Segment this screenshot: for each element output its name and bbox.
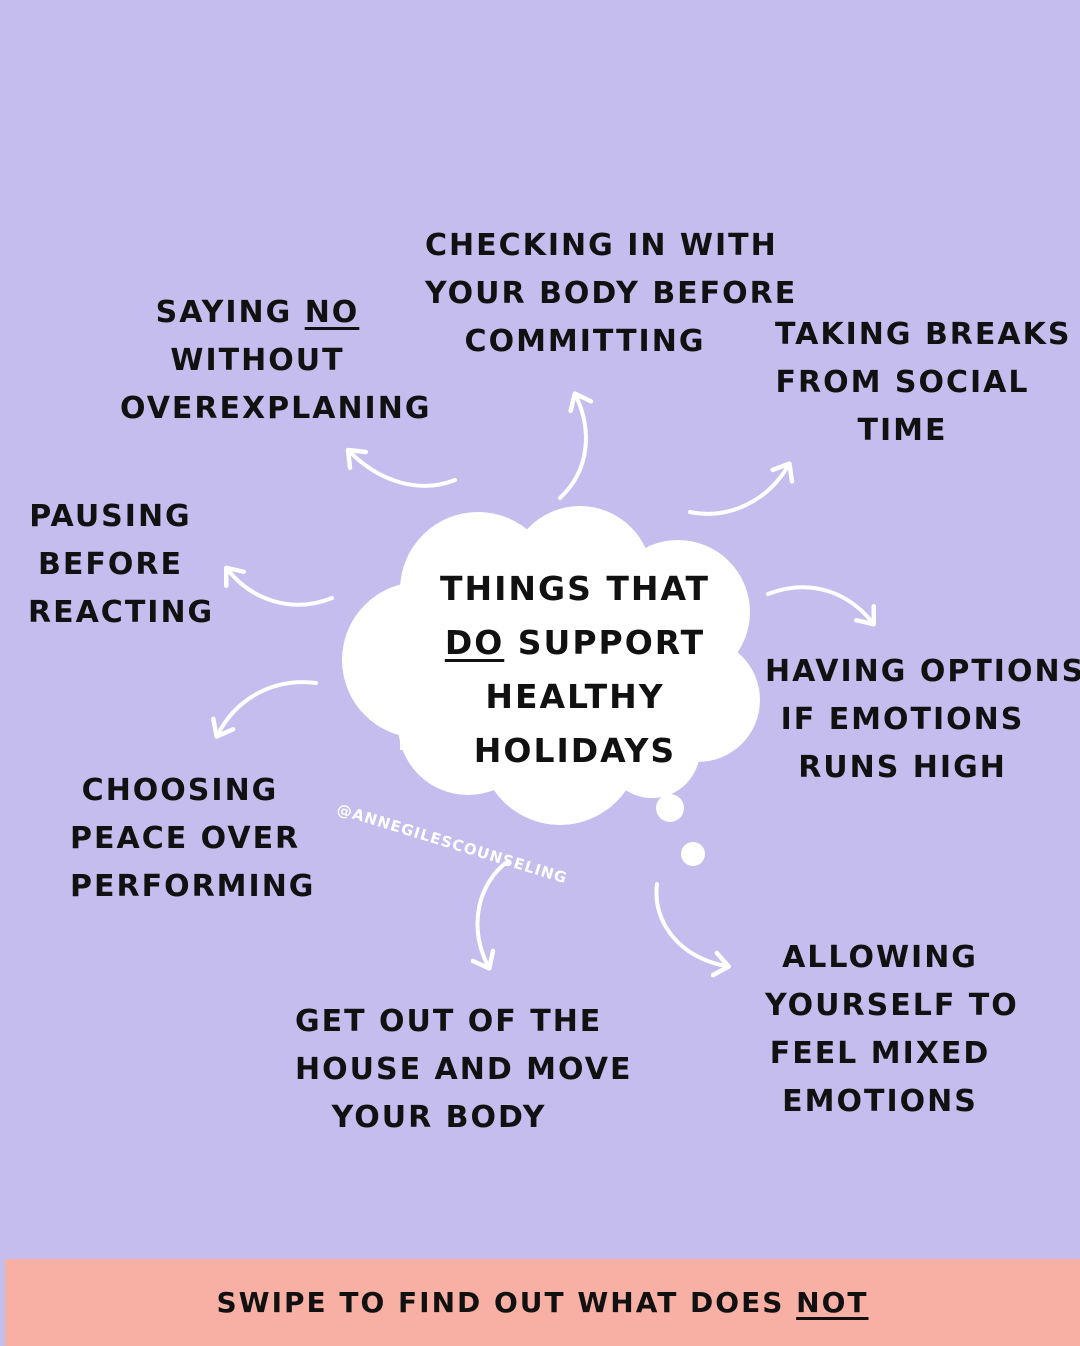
- item-line: PAUSING: [29, 499, 192, 534]
- center-title-line-1: THINGS THAT: [440, 569, 710, 608]
- item-having-options: HAVING OPTIONS IF EMOTIONS RUNS HIGH: [765, 648, 1080, 792]
- item-line: FEEL MIXED: [769, 1036, 991, 1071]
- item-line: IF EMOTIONS: [780, 702, 1025, 737]
- item-line: ALLOWING: [782, 940, 978, 975]
- item-line: PEACE OVER: [70, 821, 301, 856]
- item-line: YOUR BODY BEFORE: [425, 276, 798, 311]
- item-line: TAKING BREAKS: [775, 317, 1072, 352]
- item-taking-breaks: TAKING BREAKS FROM SOCIAL TIME: [775, 311, 1072, 455]
- item-emphasis: NO: [304, 295, 360, 330]
- item-text: SAYING: [155, 295, 305, 330]
- item-line: COMMITTING: [464, 324, 706, 359]
- item-line: HOUSE AND MOVE: [295, 1052, 633, 1087]
- item-line: RUNS HIGH: [798, 750, 1007, 785]
- item-line: CHECKING IN WITH: [425, 228, 778, 263]
- center-title: THINGS THAT DO SUPPORT HEALTHY HOLIDAYS: [440, 562, 710, 778]
- center-title-line-3: HEALTHY: [485, 677, 665, 716]
- swipe-banner-emphasis: NOT: [796, 1286, 869, 1319]
- item-line: OVEREXPLANING: [120, 391, 432, 426]
- arrow-to-pausing: [224, 565, 334, 607]
- item-line: FROM SOCIAL: [775, 365, 1030, 400]
- swipe-banner-lead: SWIPE TO FIND OUT WHAT DOES: [216, 1286, 797, 1319]
- swipe-banner-text: SWIPE TO FIND OUT WHAT DOES NOT: [217, 1286, 869, 1319]
- item-line: EMOTIONS: [782, 1084, 978, 1119]
- item-pausing: PAUSING BEFORE REACTING: [28, 493, 215, 637]
- item-line: GET OUT OF THE: [295, 1004, 603, 1039]
- swipe-banner[interactable]: SWIPE TO FIND OUT WHAT DOES NOT: [5, 1259, 1080, 1346]
- item-line: REACTING: [28, 595, 215, 630]
- item-line: BEFORE: [38, 547, 183, 582]
- item-line: SAYING NO: [120, 289, 395, 337]
- arrow-to-get-out: [470, 860, 509, 971]
- thought-bubble-tiny: [681, 842, 705, 866]
- arrow-to-taking-breaks: [688, 461, 795, 516]
- center-title-line-2: DO SUPPORT: [440, 616, 710, 670]
- item-line: WITHOUT: [170, 343, 345, 378]
- arrow-to-choosing-peace: [211, 680, 318, 739]
- item-line: YOUR BODY: [331, 1100, 547, 1135]
- thought-bubble-small: [656, 794, 684, 822]
- item-line: PERFORMING: [70, 869, 316, 904]
- center-title-emphasis: DO: [444, 623, 505, 662]
- center-title-line-2-rest: SUPPORT: [504, 623, 706, 662]
- arrow-to-saying-no: [345, 447, 457, 488]
- center-title-line-4: HOLIDAYS: [473, 731, 677, 770]
- item-line: HAVING OPTIONS: [765, 654, 1080, 689]
- item-saying-no: SAYING NO WITHOUT OVEREXPLANING: [120, 289, 432, 433]
- item-checking-in: CHECKING IN WITH YOUR BODY BEFORE COMMIT…: [425, 222, 798, 366]
- item-line: YOURSELF TO: [765, 988, 1019, 1023]
- item-choosing-peace: CHOOSING PEACE OVER PERFORMING: [70, 767, 316, 911]
- arrow-to-having-options: [766, 585, 876, 627]
- item-line: TIME: [857, 413, 948, 448]
- item-get-out: GET OUT OF THE HOUSE AND MOVE YOUR BODY: [295, 998, 633, 1142]
- thought-cloud: [342, 506, 760, 866]
- item-allowing: ALLOWING YOURSELF TO FEEL MIXED EMOTIONS: [765, 934, 1019, 1126]
- arrow-to-checking: [558, 391, 594, 500]
- item-line: CHOOSING: [81, 773, 279, 808]
- arrow-to-allowing: [654, 882, 731, 978]
